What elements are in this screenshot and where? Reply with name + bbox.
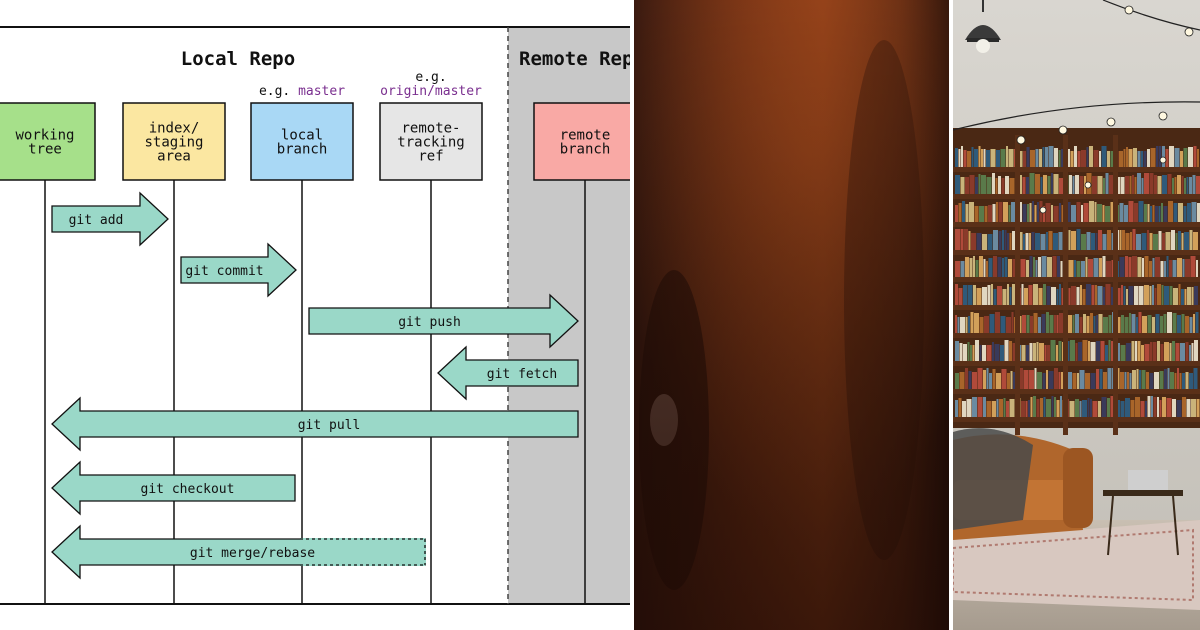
arrow-git-merge-rebase: git merge/rebase — [51, 524, 426, 580]
box-label-line: staging — [144, 135, 203, 151]
box-label-line: tree — [28, 142, 62, 158]
box-label-line: remote — [560, 128, 611, 144]
box-label-line: index/ — [149, 121, 200, 137]
command-label: git push — [398, 315, 461, 330]
command-label: git commit — [185, 264, 263, 279]
command-label: git fetch — [487, 367, 557, 382]
blurred-hair-photo — [634, 0, 949, 630]
command-label: git pull — [298, 418, 361, 433]
local-branch-example-name: master — [298, 84, 345, 99]
panel-separator-2 — [949, 0, 953, 630]
arrow-git-push: git push — [308, 293, 579, 349]
remote-repo-title: Remote Repo — [519, 48, 630, 70]
arrow-git-pull: git pull — [51, 396, 579, 452]
remote-ref-example-name: origin/master — [380, 84, 482, 99]
command-label: git checkout — [141, 482, 235, 497]
arrow-git-checkout: git checkout — [51, 460, 296, 516]
panel-separator — [630, 0, 634, 630]
box-label-line: branch — [277, 142, 328, 158]
box-label-line: area — [157, 149, 191, 165]
arrow-git-commit: git commit — [180, 242, 297, 298]
box-label-line: ref — [418, 149, 443, 165]
arrow-git-fetch: git fetch — [437, 345, 579, 401]
box-label-line: local — [281, 128, 323, 144]
box-label-line: working — [15, 128, 74, 144]
library-bookshelf-photo — [953, 0, 1200, 630]
local-branch-example: e.g. master — [259, 84, 345, 99]
box-label-line: tracking — [397, 135, 464, 151]
remote-ref-example-prefix: e.g. — [415, 70, 446, 85]
arrow-git-add: git add — [51, 191, 169, 247]
box-label-line: remote- — [401, 121, 460, 137]
box-label-line: branch — [560, 142, 611, 158]
command-label: git add — [69, 213, 124, 228]
command-label: git merge/rebase — [190, 546, 315, 561]
local-repo-title: Local Repo — [181, 48, 295, 70]
git-workflow-diagram: Local Repo Remote Repo e.g. master e.g. … — [0, 26, 630, 605]
